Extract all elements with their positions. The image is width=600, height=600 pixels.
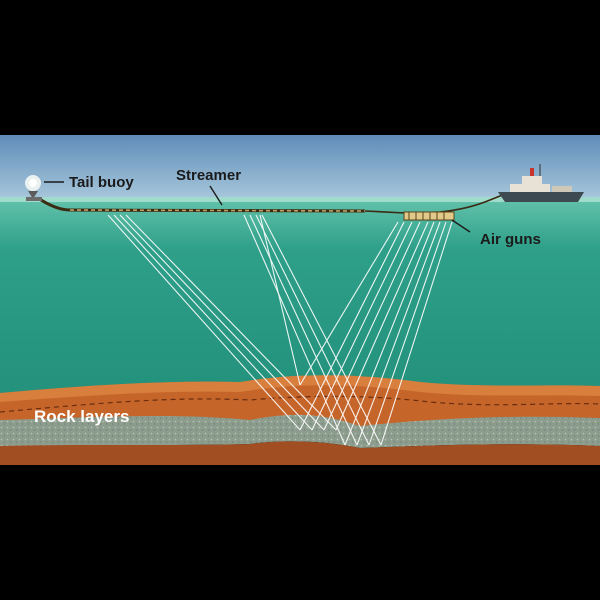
air-guns-label: Air guns [480,231,541,248]
ray [356,221,441,446]
ray [344,221,435,446]
seismic-rays [107,214,453,446]
ray [335,221,429,431]
rock-layer-top-highlight [0,375,600,402]
ray [299,221,399,386]
tail-buoy-label: Tail buoy [69,174,134,191]
air-guns-array [403,211,455,221]
sea-water [0,199,600,399]
rock-layers-label: Rock layers [34,407,129,426]
streamer-leader [209,185,223,206]
rock-layer-bottom [0,441,600,465]
sky [0,135,600,201]
sea-surface [0,197,600,202]
ray [107,214,301,431]
ray [299,221,405,431]
ship-icon [498,164,584,202]
ray [243,214,346,446]
ray [323,221,421,431]
ray [380,221,453,446]
ray [113,214,313,431]
streamer-label: Streamer [176,167,241,184]
ray [119,214,325,431]
air-guns-leader [451,219,471,233]
ray [261,214,382,446]
rock-layer-middle [0,414,600,448]
ray [249,214,358,446]
buoy-icon [25,175,42,201]
ray [125,214,337,431]
ray [259,214,301,386]
rock-layers [0,375,600,465]
ray [368,221,447,446]
ray [255,214,370,446]
ray [311,221,413,431]
